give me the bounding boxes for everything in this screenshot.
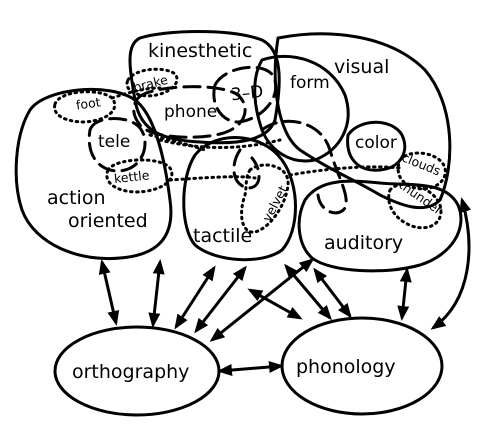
arrow-tactile-orthography-1 (174, 265, 216, 330)
three-d-label: 3–D (230, 82, 264, 105)
three-d-dashed-cluster (212, 65, 278, 124)
phone-dashed-cluster (132, 85, 247, 139)
foot-dotted-cluster (53, 90, 117, 124)
visual-region (273, 32, 452, 210)
arrow-action-orthography-1 (98, 259, 120, 326)
arrow-auditory-phonology-2 (397, 267, 412, 321)
dotted-link-network (110, 86, 402, 182)
arrow-visual-phonology (430, 197, 472, 330)
velvet-dotted-cluster (240, 163, 290, 234)
tactile-label: tactile (193, 225, 252, 247)
tele-dashed-cluster (87, 117, 147, 173)
arrow-tactile-orthography-2 (194, 265, 247, 334)
thunder-label: thunder (396, 177, 446, 218)
visual-label: visual (334, 56, 389, 78)
action-oriented-region (14, 87, 173, 261)
form-auditory-dashed-link (260, 119, 348, 215)
clouds-dotted-cluster (396, 151, 447, 191)
kinesthetic-label: kinesthetic (148, 40, 252, 62)
auditory-label: auditory (324, 232, 403, 254)
tactile-region (182, 136, 297, 262)
arrow-tactile-phonology-2 (284, 263, 332, 321)
phonology-label: phonology (296, 356, 396, 378)
velvet-dashed-link (232, 148, 261, 190)
phone-label: phone (164, 102, 217, 122)
action-oriented-label-line2: oriented (68, 210, 148, 232)
arrow-action-orthography-2 (148, 259, 165, 328)
brake-dotted-cluster (125, 67, 179, 98)
foot-label: foot (75, 94, 102, 112)
kettle-label: kettle (113, 167, 150, 186)
arrow-auditory-phonology-1 (313, 267, 352, 319)
kettle-dotted-cluster (105, 158, 174, 194)
action-oriented-label-line1: action (47, 187, 105, 209)
arrow-orthography-phonology (217, 361, 284, 376)
tele-label: tele (98, 132, 130, 152)
color-label: color (355, 133, 397, 153)
orthography-label: orthography (72, 361, 189, 383)
arrow-auditory-orthography (209, 258, 315, 342)
form-label: form (290, 73, 330, 93)
velvet-label: velvet (259, 183, 290, 224)
